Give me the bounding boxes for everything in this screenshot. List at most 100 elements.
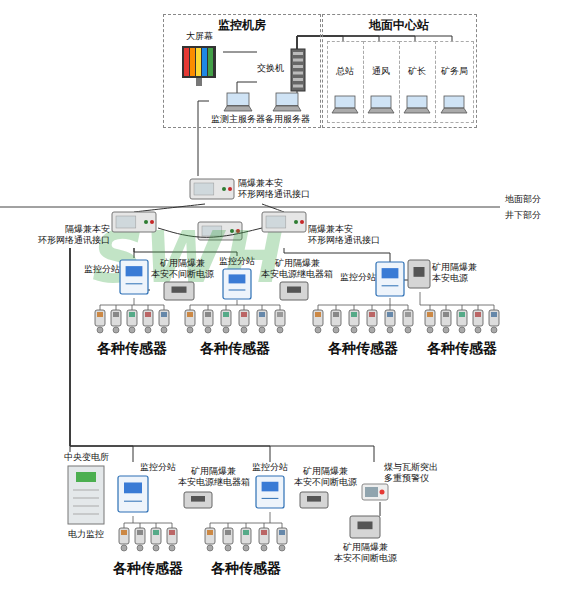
- sensor-wire: [156, 523, 157, 528]
- sensor-label: 各种传感器: [92, 340, 172, 357]
- iface-icon: [190, 179, 234, 199]
- sensor-wire: [478, 305, 479, 310]
- laptop-screen: [444, 96, 464, 108]
- screen-stand: [196, 78, 202, 86]
- sensor-wire: [228, 523, 229, 528]
- sensor-symbol: [403, 310, 413, 333]
- sensor-symbol: [275, 310, 285, 333]
- sensor-wire: [132, 305, 133, 310]
- screen-panel: [196, 48, 201, 76]
- psu-panel: [287, 287, 301, 293]
- connector: [404, 280, 408, 281]
- laptop-base: [404, 108, 430, 113]
- node-label: 监测主服务器: [209, 114, 267, 125]
- station-node: 监控分站: [118, 462, 178, 516]
- switch-icon: [291, 49, 305, 91]
- connector: [262, 204, 284, 212]
- cabinet-line: [73, 490, 99, 491]
- node-label: 隔爆兼本安 环形网络通讯接口: [308, 224, 384, 246]
- psu-case: [164, 282, 194, 300]
- sensor-wire: [408, 305, 409, 310]
- status-led: [150, 220, 154, 224]
- station-case: [223, 269, 251, 299]
- status-led: [300, 220, 304, 224]
- laptop-node: 监测主服务器: [209, 93, 269, 127]
- screen-frame: [182, 46, 216, 78]
- station-node: 监控分站: [250, 462, 292, 512]
- ground-line: [0, 207, 500, 208]
- sensor-wire: [390, 305, 391, 310]
- node-label: 通风: [364, 66, 398, 77]
- psu-icon: [350, 516, 380, 538]
- sensor-wire: [116, 305, 117, 310]
- node-label: 矿长: [400, 66, 434, 77]
- psu-panel: [358, 522, 373, 530]
- sensor-wire: [336, 305, 337, 310]
- cabinet-icon: [68, 466, 104, 524]
- screen-panel: [208, 48, 213, 76]
- cabinet-node: 中央变电所电力监控: [56, 452, 118, 542]
- sensor-wire: [318, 305, 319, 310]
- laptop-node: 矿务局: [435, 41, 474, 123]
- sensor-wire: [100, 298, 164, 305]
- sensor-wire: [264, 523, 265, 528]
- sensor-symbol: [167, 528, 177, 551]
- interface-box: [112, 212, 156, 232]
- sensor-wire: [124, 516, 172, 523]
- region-label: 地面部分: [505, 194, 541, 205]
- switch-slot: [293, 78, 303, 81]
- sensor-wire: [140, 523, 141, 528]
- psu-node: 矿用隔爆兼 本安电源: [408, 256, 490, 292]
- station-node: 监控分站: [84, 258, 148, 298]
- laptop-node: 矿长: [399, 41, 436, 123]
- sensor-symbol: [349, 310, 359, 333]
- switch-slot: [293, 65, 303, 68]
- sensor-symbol: [313, 310, 323, 333]
- switch-slot: [293, 52, 303, 55]
- sensor-symbol: [151, 528, 161, 551]
- psu-node: 矿用隔爆兼 本安不间断电源: [150, 258, 216, 302]
- station-node: 监控分站: [216, 256, 260, 300]
- laptop-icon: [224, 93, 252, 111]
- interface-panel: [116, 216, 136, 228]
- connector: [134, 204, 205, 212]
- sensor-symbol: [257, 310, 267, 333]
- sensor-group: [420, 292, 499, 333]
- interface-panel: [194, 183, 214, 195]
- sensor-wire: [210, 523, 211, 528]
- node-label: 监控分站: [250, 462, 290, 473]
- connector: [380, 502, 381, 516]
- switch-node: 交换机: [257, 49, 307, 91]
- psu-icon: [164, 282, 194, 300]
- psu-icon: [408, 260, 430, 288]
- sensor-wire: [494, 305, 495, 310]
- station-icon: [118, 476, 148, 512]
- alarm-node: 煤与瓦斯突出 多重预警仪: [362, 462, 444, 502]
- sensor-symbol: [203, 310, 213, 333]
- psu-case: [300, 492, 328, 508]
- station-display: [262, 482, 279, 492]
- cabinet-line: [73, 506, 99, 507]
- area-heading: 监控机房: [164, 18, 319, 33]
- sensor-symbol: [143, 310, 153, 333]
- area-box: 大屏幕交换机监测主服务器备用服务器监控机房: [163, 14, 321, 128]
- status-led: [294, 220, 298, 224]
- laptop-screen: [227, 93, 249, 106]
- sensor-symbol: [457, 310, 467, 333]
- region-label: 井下部分: [505, 210, 541, 221]
- psu-panel: [307, 496, 321, 502]
- sensor-symbol: [95, 310, 105, 333]
- station-case: [256, 476, 284, 508]
- laptop-screen: [335, 96, 355, 108]
- station-case: [376, 262, 404, 296]
- sensor-symbol: [185, 310, 195, 333]
- sensor-group: [313, 298, 413, 333]
- node-label: 总站: [328, 66, 362, 77]
- cabinet-line: [73, 514, 99, 515]
- sensor-symbol: [159, 310, 169, 333]
- station-icon: [256, 476, 284, 508]
- station-display: [382, 268, 399, 278]
- node-label: 隔爆兼本安 环形网络通讯接口: [238, 178, 312, 200]
- screen-panel: [190, 48, 195, 76]
- sensor-wire: [148, 305, 149, 310]
